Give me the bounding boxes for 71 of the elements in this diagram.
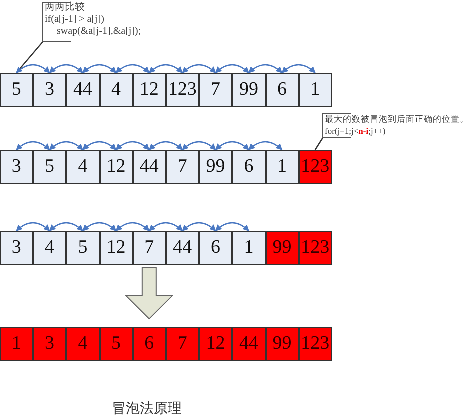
array-cell: 123 [298, 150, 332, 184]
swap-arc [49, 141, 84, 150]
array-cell: 3 [33, 327, 66, 361]
swap-arc [82, 222, 117, 232]
array-cell: 99 [199, 150, 232, 184]
array-cell: 5 [33, 150, 66, 184]
array-cell: 123 [298, 231, 332, 265]
swap-arc [215, 64, 250, 74]
swap-arc [116, 141, 150, 150]
swap-arc [49, 222, 84, 232]
swap-arc [148, 64, 184, 74]
array-cell: 123 [298, 327, 332, 361]
swap-arc [16, 64, 50, 74]
array-cell: 3 [33, 73, 66, 107]
swap-arc [215, 222, 250, 232]
caption: 冒泡法原理 [112, 400, 182, 418]
array-cell: 1 [266, 150, 299, 184]
swap-arc [16, 222, 50, 232]
array-cell: 99 [232, 73, 266, 107]
array-cell: 4 [66, 150, 100, 184]
array-cell: 44 [232, 327, 266, 361]
swap-arc [248, 64, 283, 74]
leader-line [314, 138, 324, 150]
swap-arc [82, 141, 117, 150]
swap-arc [148, 141, 184, 150]
array-cell: 5 [100, 327, 133, 361]
swap-arc [148, 222, 184, 232]
array-cell: 6 [232, 150, 266, 184]
array-cell: 1 [298, 73, 332, 107]
callout-text: 最大的数被冒泡到后面正确的位置。 [325, 113, 470, 125]
array-cell: 44 [132, 150, 166, 184]
block-arrow [125, 268, 174, 320]
array-cell: 4 [100, 73, 133, 107]
array-cell: 7 [199, 73, 232, 107]
swap-arc [116, 222, 150, 232]
array-cell: 6 [266, 73, 299, 107]
array-cell: 12 [132, 73, 166, 107]
array-cell: 7 [166, 150, 200, 184]
array-cell: 44 [66, 73, 100, 107]
array-cell: 5 [0, 73, 34, 107]
array-cell: 1 [0, 327, 34, 361]
swap-arc [49, 64, 84, 74]
array-cell: 7 [132, 231, 166, 265]
array-cell: 1 [232, 231, 266, 265]
code-text: for(j=1;j<n-i;j++) [325, 125, 387, 137]
swap-arc [16, 141, 50, 150]
array-cell: 12 [100, 231, 133, 265]
code-text: swap(&a[j-1],&a[j]); [56, 26, 142, 38]
swap-arc [182, 141, 216, 150]
swap-arc [116, 64, 150, 74]
array-cell: 6 [199, 231, 232, 265]
array-cell: 44 [166, 231, 200, 265]
swap-arc [282, 64, 316, 74]
swap-arc [215, 141, 250, 150]
code-text: if(a[j-1] > a[j]) [45, 14, 106, 26]
array-cell: 123 [166, 73, 200, 107]
array-cell: 99 [266, 327, 299, 361]
swap-arc [182, 222, 216, 232]
array-cell: 12 [199, 327, 232, 361]
array-cell: 99 [266, 231, 299, 265]
swap-arc [248, 141, 283, 150]
array-cell: 12 [100, 150, 133, 184]
array-cell: 6 [132, 327, 166, 361]
swap-arc [182, 64, 216, 74]
swap-arc [82, 64, 117, 74]
array-cell: 3 [0, 231, 34, 265]
array-cell: 3 [0, 150, 34, 184]
array-cell: 4 [66, 327, 100, 361]
array-cell: 5 [66, 231, 100, 265]
array-cell: 7 [166, 327, 200, 361]
array-cell: 4 [33, 231, 66, 265]
